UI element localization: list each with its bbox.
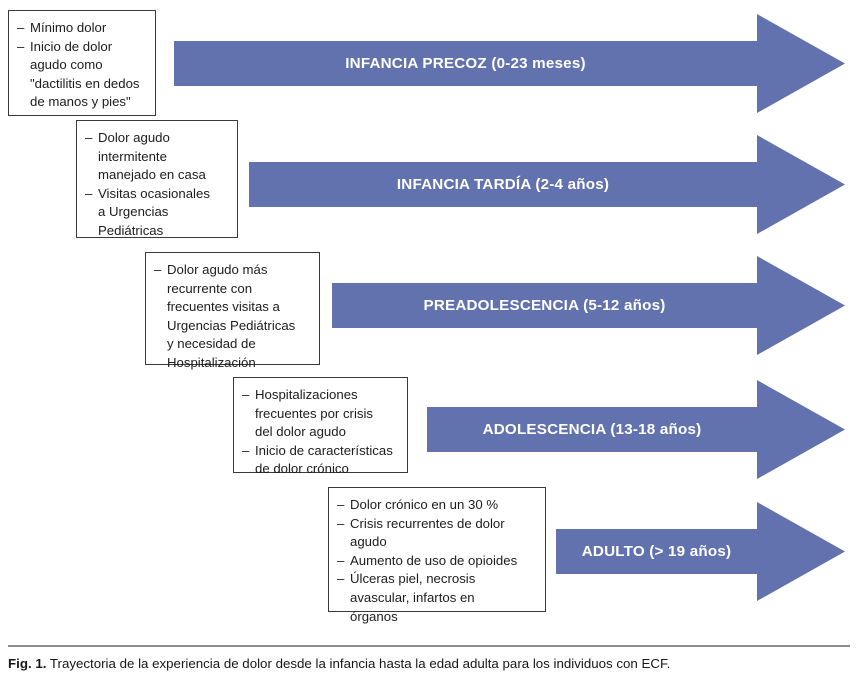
list-item: –Aumento de uso de opioides (337, 552, 536, 571)
bullet-dash-icon: – (337, 515, 345, 531)
callout-adolescencia: –Hospitalizaciones frecuentes por crisis… (233, 377, 408, 476)
list-item-text: Crisis recurrentes de dolor agudo (350, 515, 505, 550)
list-item-text: Hospitalizaciones frecuentes por crisis … (255, 387, 373, 440)
bullet-dash-icon: – (242, 387, 250, 402)
bullet-dash-icon: – (242, 442, 250, 458)
list-item-text: Aumento de uso de opioides (350, 552, 518, 568)
list-item: –Dolor agudo más recurrente con frecuent… (154, 261, 310, 373)
list-item-text: Dolor agudo intermitente manejado en cas… (98, 130, 206, 183)
bullet-dash-icon: – (17, 38, 25, 54)
bullet-dash-icon: – (85, 185, 93, 201)
callout-infancia-precoz: –Mínimo dolor –Inicio de dolor agudo com… (8, 10, 156, 116)
arrow-adolescencia (427, 380, 845, 479)
list-item-text: Dolor agudo más recurrente con frecuente… (167, 262, 296, 370)
list-item: –Dolor crónico en un 30 % (337, 496, 536, 515)
figure-caption-text: Trayectoria de la experiencia de dolor d… (49, 656, 671, 671)
list-item: –Visitas ocasionales a Urgencias Pediátr… (85, 185, 228, 241)
list-item: –Dolor agudo intermitente manejado en ca… (85, 129, 228, 185)
bullet-dash-icon: – (17, 20, 25, 35)
arrow-infancia-tardia (249, 135, 845, 234)
list-item: –Inicio de dolor agudo como "dactilitis … (17, 38, 146, 112)
bullet-dash-icon: – (337, 571, 345, 587)
list-item-text: Mínimo dolor (30, 20, 107, 35)
caption-divider (8, 645, 850, 647)
figure-number: Fig. 1. (8, 656, 47, 671)
list-item: –Úlceras piel, necrosis avascular, infar… (337, 570, 536, 626)
callout-infancia-tardia: –Dolor agudo intermitente manejado en ca… (76, 120, 238, 238)
list-item-text: Inicio de dolor agudo como "dactilitis e… (30, 38, 140, 110)
list-item-text: Inicio de características de dolor cróni… (255, 442, 393, 477)
bullet-dash-icon: – (85, 130, 93, 145)
arrow-infancia-precoz (174, 14, 845, 113)
list-item-text: Úlceras piel, necrosis avascular, infart… (350, 571, 476, 624)
bullet-dash-icon: – (154, 262, 162, 277)
list-item: –Crisis recurrentes de dolor agudo (337, 515, 536, 552)
figure-caption: Fig. 1. Trayectoria de la experiencia de… (8, 655, 850, 673)
arrow-preadolescencia (332, 256, 845, 355)
list-item: –Mínimo dolor (17, 19, 146, 38)
bullet-dash-icon: – (337, 552, 345, 568)
bullet-dash-icon: – (337, 497, 345, 512)
arrow-adulto (556, 502, 845, 601)
callout-preadolescencia: –Dolor agudo más recurrente con frecuent… (145, 252, 320, 370)
list-item-text: Dolor crónico en un 30 % (350, 497, 499, 512)
list-item: –Inicio de características de dolor crón… (242, 442, 398, 479)
callout-adulto: –Dolor crónico en un 30 % –Crisis recurr… (328, 487, 546, 624)
list-item: –Hospitalizaciones frecuentes por crisis… (242, 386, 398, 442)
list-item-text: Visitas ocasionales a Urgencias Pediátri… (98, 185, 210, 238)
